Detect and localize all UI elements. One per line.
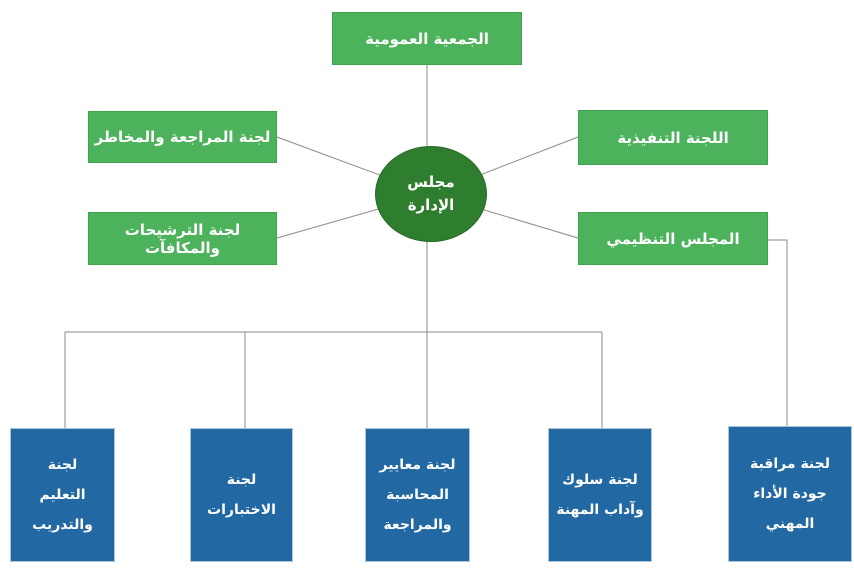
node-general-assembly-label: الجمعية العمومية bbox=[365, 29, 489, 48]
node-nominations-remuneration-label: لجنة الترشيحات والمكافآت bbox=[124, 220, 241, 257]
node-nominations-remuneration-committee: لجنة الترشيحات والمكافآت bbox=[88, 212, 277, 265]
node-audit-risk-label: لجنة المراجعة والمخاطر bbox=[94, 128, 271, 146]
node-accounting-standards-line2: المحاسبة bbox=[386, 486, 449, 503]
node-quality-monitoring-committee: لجنة مراقبة جودة الأداء المهني bbox=[728, 426, 852, 562]
node-executive-label: اللجنة التنفيذية bbox=[617, 128, 729, 147]
connector-regulatory-to-quality bbox=[768, 239, 788, 428]
node-regulatory-council: المجلس التنظيمي bbox=[578, 212, 768, 265]
node-conduct-ethics-line2: وآداب المهنة bbox=[556, 502, 644, 518]
node-audit-risk-committee: لجنة المراجعة والمخاطر bbox=[88, 111, 277, 163]
node-board-of-directors: مجلس الإدارة bbox=[375, 146, 487, 242]
node-accounting-standards-line1: لجنة معايير bbox=[379, 456, 456, 473]
node-examinations-line1: لجنة bbox=[226, 471, 257, 488]
node-education-training-line1: لجنة bbox=[47, 456, 78, 473]
node-accounting-auditing-standards-committee: لجنة معايير المحاسبة والمراجعة bbox=[365, 428, 470, 562]
node-accounting-standards-line3: والمراجعة bbox=[383, 517, 452, 534]
node-examinations-committee: لجنة الاختبارات bbox=[190, 428, 293, 562]
node-examinations-line2: الاختبارات bbox=[207, 502, 276, 518]
node-regulatory-label: المجلس التنظيمي bbox=[606, 229, 740, 248]
node-education-training-line2: التعليم bbox=[39, 486, 86, 503]
node-education-training-line3: والتدريب bbox=[32, 517, 93, 534]
node-board-label-line2: الإدارة bbox=[407, 196, 455, 214]
node-quality-monitoring-line3: المهني bbox=[765, 516, 815, 533]
node-conduct-ethics-line1: لجنة سلوك bbox=[562, 471, 638, 488]
node-quality-monitoring-line2: جودة الأداء bbox=[753, 485, 827, 502]
node-general-assembly: الجمعية العمومية bbox=[332, 12, 522, 65]
node-executive-committee: اللجنة التنفيذية bbox=[578, 110, 768, 165]
node-board-label-line1: مجلس bbox=[407, 172, 455, 191]
node-education-training-committee: لجنة التعليم والتدريب bbox=[10, 428, 115, 562]
node-quality-monitoring-line1: لجنة مراقبة bbox=[750, 455, 830, 472]
node-conduct-ethics-committee: لجنة سلوك وآداب المهنة bbox=[548, 428, 652, 562]
